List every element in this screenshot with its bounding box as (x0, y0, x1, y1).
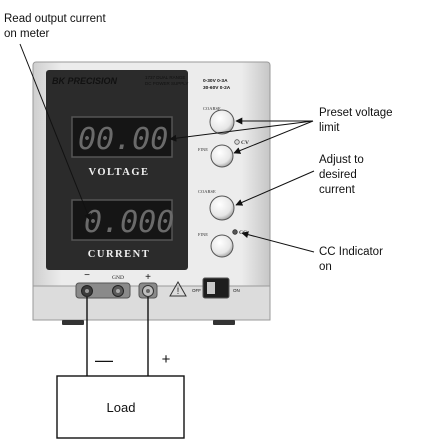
arrow-read-meter (19, 43, 91, 221)
knob-label-fine-voltage: FINE (198, 147, 208, 152)
annotation-cc-indicator-line-2: on (319, 261, 332, 273)
cv-indicator-led (234, 139, 240, 145)
knob-label-coarse-current: COARSE (198, 189, 216, 194)
annotation-preset-voltage: Preset voltage limit (319, 107, 396, 134)
knob-label-coarse-voltage: COARSE (203, 106, 221, 111)
arrow-cc-indicator (241, 231, 315, 253)
circuit-wires (86, 297, 149, 376)
negative-terminal-post-icon (85, 289, 89, 293)
terminal-minus-label: − (84, 270, 90, 281)
annotation-read-meter: Read output current on meter (4, 13, 109, 40)
current-readout: 0.000 (84, 205, 174, 240)
annotation-adjust-current: Adjust to desired current (319, 154, 367, 196)
annotation-cc-indicator: CC Indicator on (319, 246, 386, 273)
power-supply-unit: BK PRECISION 1737 DUAL RANGE DC POWER SU… (32, 61, 271, 325)
voltage-fine-knob[interactable] (210, 144, 234, 168)
brand-logo: BK PRECISION (52, 76, 118, 86)
range-line-1: 0-30V 0-3A (203, 78, 228, 84)
cv-label: CV (241, 140, 249, 146)
range-line-2: 30-60V 0-2A (203, 85, 231, 91)
positive-terminal-post-icon (146, 289, 150, 293)
ground-terminal-post-icon (116, 289, 120, 293)
load-label: Load (107, 400, 136, 415)
voltage-coarse-knob[interactable] (209, 109, 235, 135)
annotation-adjust-current-line-1: Adjust to (319, 154, 364, 166)
annotation-adjust-current-line-2: desired (319, 169, 357, 181)
current-label: CURRENT (88, 249, 150, 260)
negative-polarity-label: — (95, 350, 113, 370)
annotation-read-meter-line-2: on meter (4, 28, 50, 40)
voltage-label: VOLTAGE (88, 167, 149, 178)
load-box (56, 375, 185, 439)
annotation-adjust-current-line-3: current (319, 184, 356, 196)
annotation-cc-indicator-line-1: CC Indicator (319, 246, 383, 258)
power-off-label: OFF (192, 288, 201, 293)
model-line-1: 1737 DUAL RANGE (145, 75, 185, 80)
warning-triangle-icon (169, 280, 187, 297)
foot-right (213, 320, 235, 325)
current-fine-knob[interactable] (210, 234, 234, 258)
arrow-preset-to-voltage-display (169, 120, 314, 142)
foot-left (62, 320, 84, 325)
cc-indicator-led (232, 229, 238, 235)
annotation-read-meter-line-1: Read output current (4, 13, 106, 25)
current-coarse-knob[interactable] (209, 195, 235, 221)
power-switch[interactable] (202, 277, 230, 299)
positive-polarity-label: + (162, 351, 171, 368)
power-on-label: ON (233, 288, 240, 293)
model-line-2: DC POWER SUPPLY (145, 81, 188, 86)
arrow-adjust-current (235, 170, 315, 206)
voltage-readout: 00.00 (78, 122, 168, 157)
arrow-preset-to-fine-knob (233, 120, 314, 154)
warning-exclamation-icon: ! (177, 286, 180, 296)
annotation-preset-voltage-line-1: Preset voltage (319, 107, 393, 119)
knob-label-fine-current: FINE (198, 232, 208, 237)
terminal-plus-label: + (145, 272, 151, 283)
terminal-gnd-label: GND (112, 275, 124, 281)
power-switch-rocker (207, 282, 215, 294)
annotation-preset-voltage-line-2: limit (319, 122, 340, 134)
